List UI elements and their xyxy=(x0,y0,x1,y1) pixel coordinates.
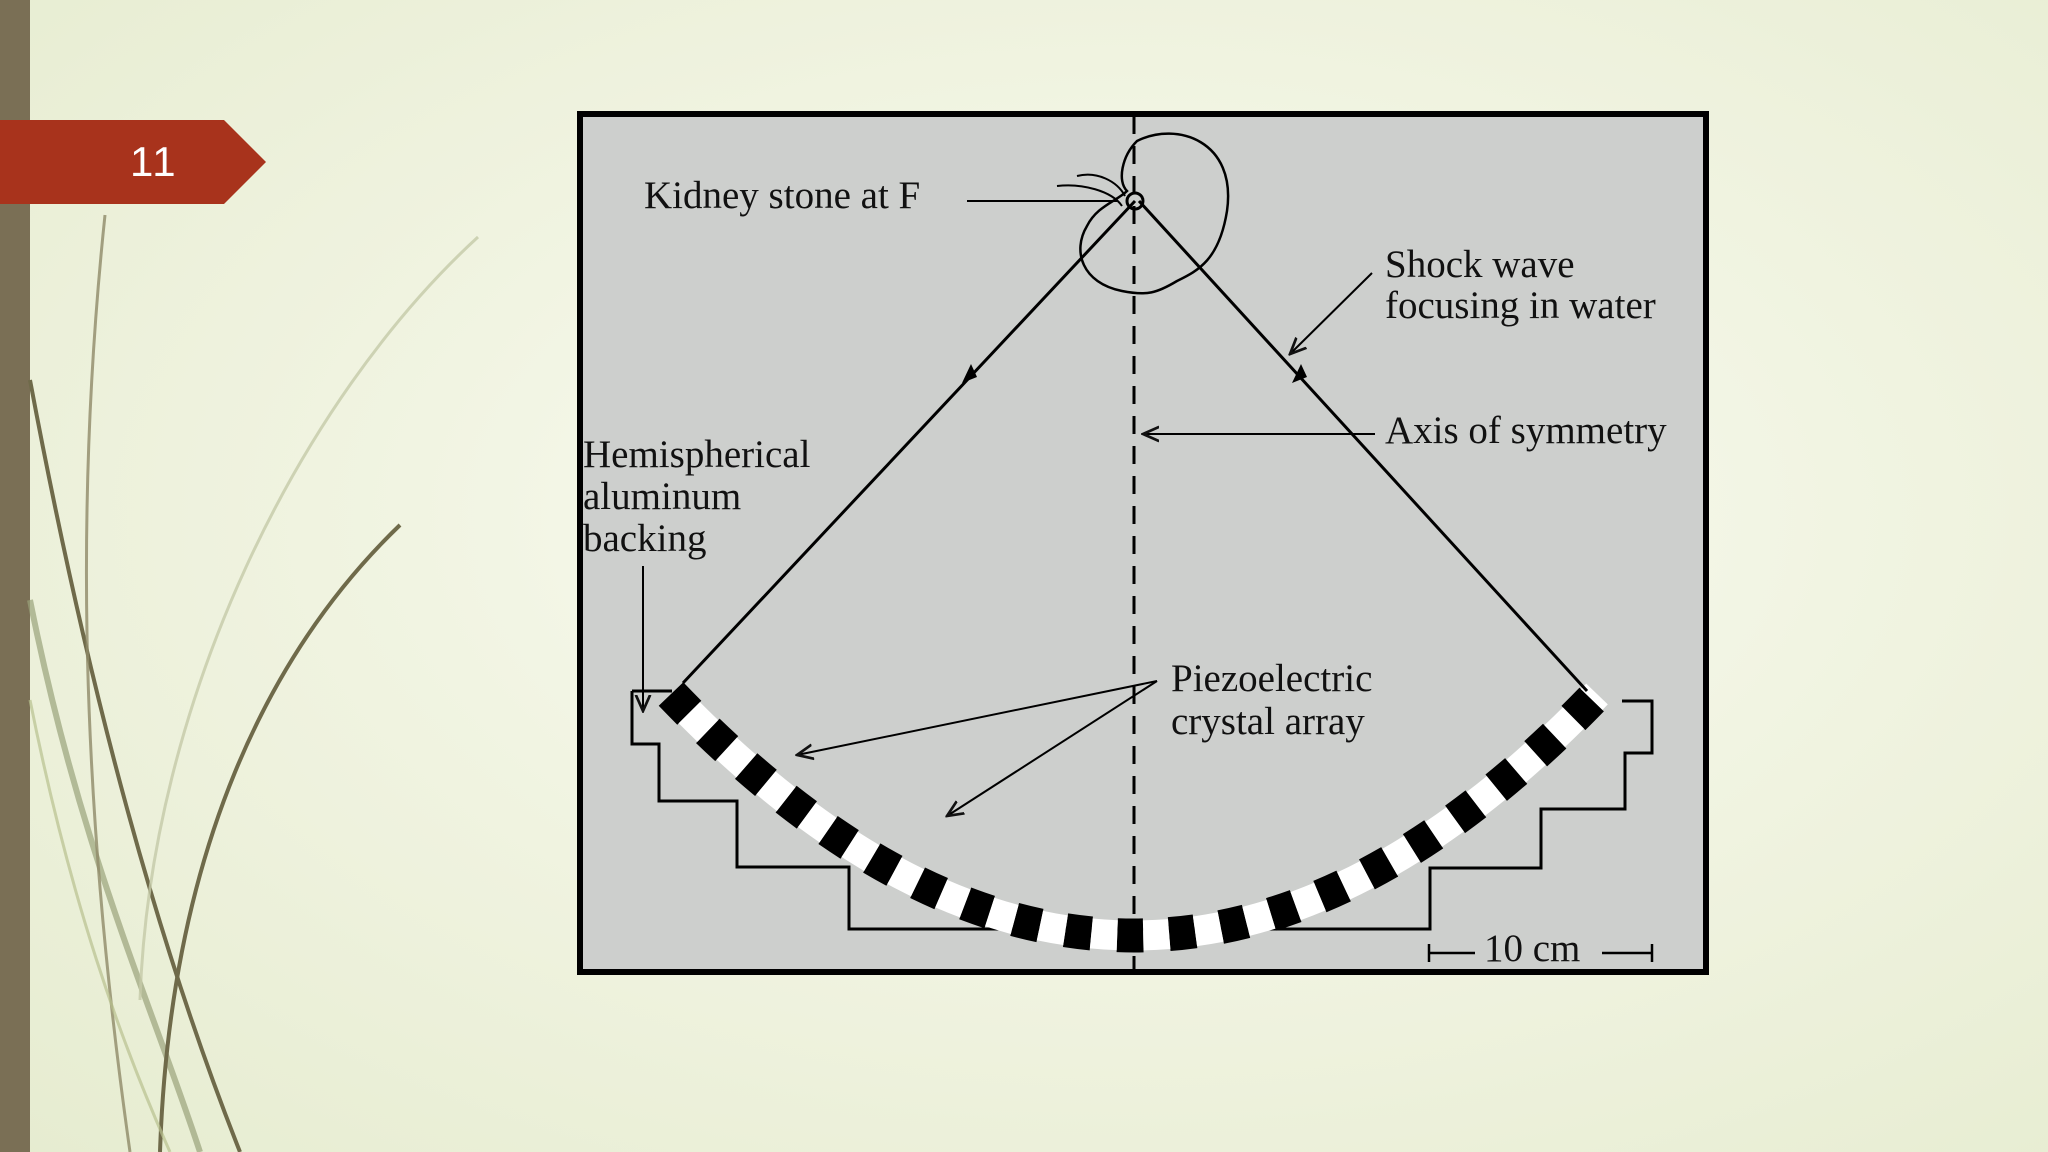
kidney-stone xyxy=(1125,191,1145,211)
direction-arrow-left xyxy=(962,364,977,383)
label-kidney-stone: Kidney stone at F xyxy=(644,174,921,217)
label-backing-line2: aluminum xyxy=(583,475,742,518)
aluminum-backing-outline xyxy=(630,691,1654,931)
label-scale: 10 cm xyxy=(1484,927,1581,970)
slide-number: 11 xyxy=(130,138,178,185)
slide-number-tab: 11 xyxy=(0,120,266,204)
label-backing-line1: Hemispherical xyxy=(583,433,811,476)
label-shock-wave-line2: focusing in water xyxy=(1385,284,1656,327)
label-axis-of-symmetry: Axis of symmetry xyxy=(1385,409,1667,452)
direction-arrow-right xyxy=(1292,364,1307,383)
label-backing-line3: backing xyxy=(583,517,707,560)
shock-wave-line-left xyxy=(681,199,1137,685)
label-shock-wave-line1: Shock wave xyxy=(1385,243,1575,286)
label-piezo-line1: Piezoelectric xyxy=(1171,657,1373,700)
label-piezo-line2: crystal array xyxy=(1171,700,1365,743)
decorative-grass xyxy=(27,214,480,1152)
shock-wave-line-right xyxy=(1137,199,1589,693)
lithotripter-diagram: Kidney stone at F Shock wave focusing in… xyxy=(577,111,1709,975)
figure-frame xyxy=(577,111,1709,975)
